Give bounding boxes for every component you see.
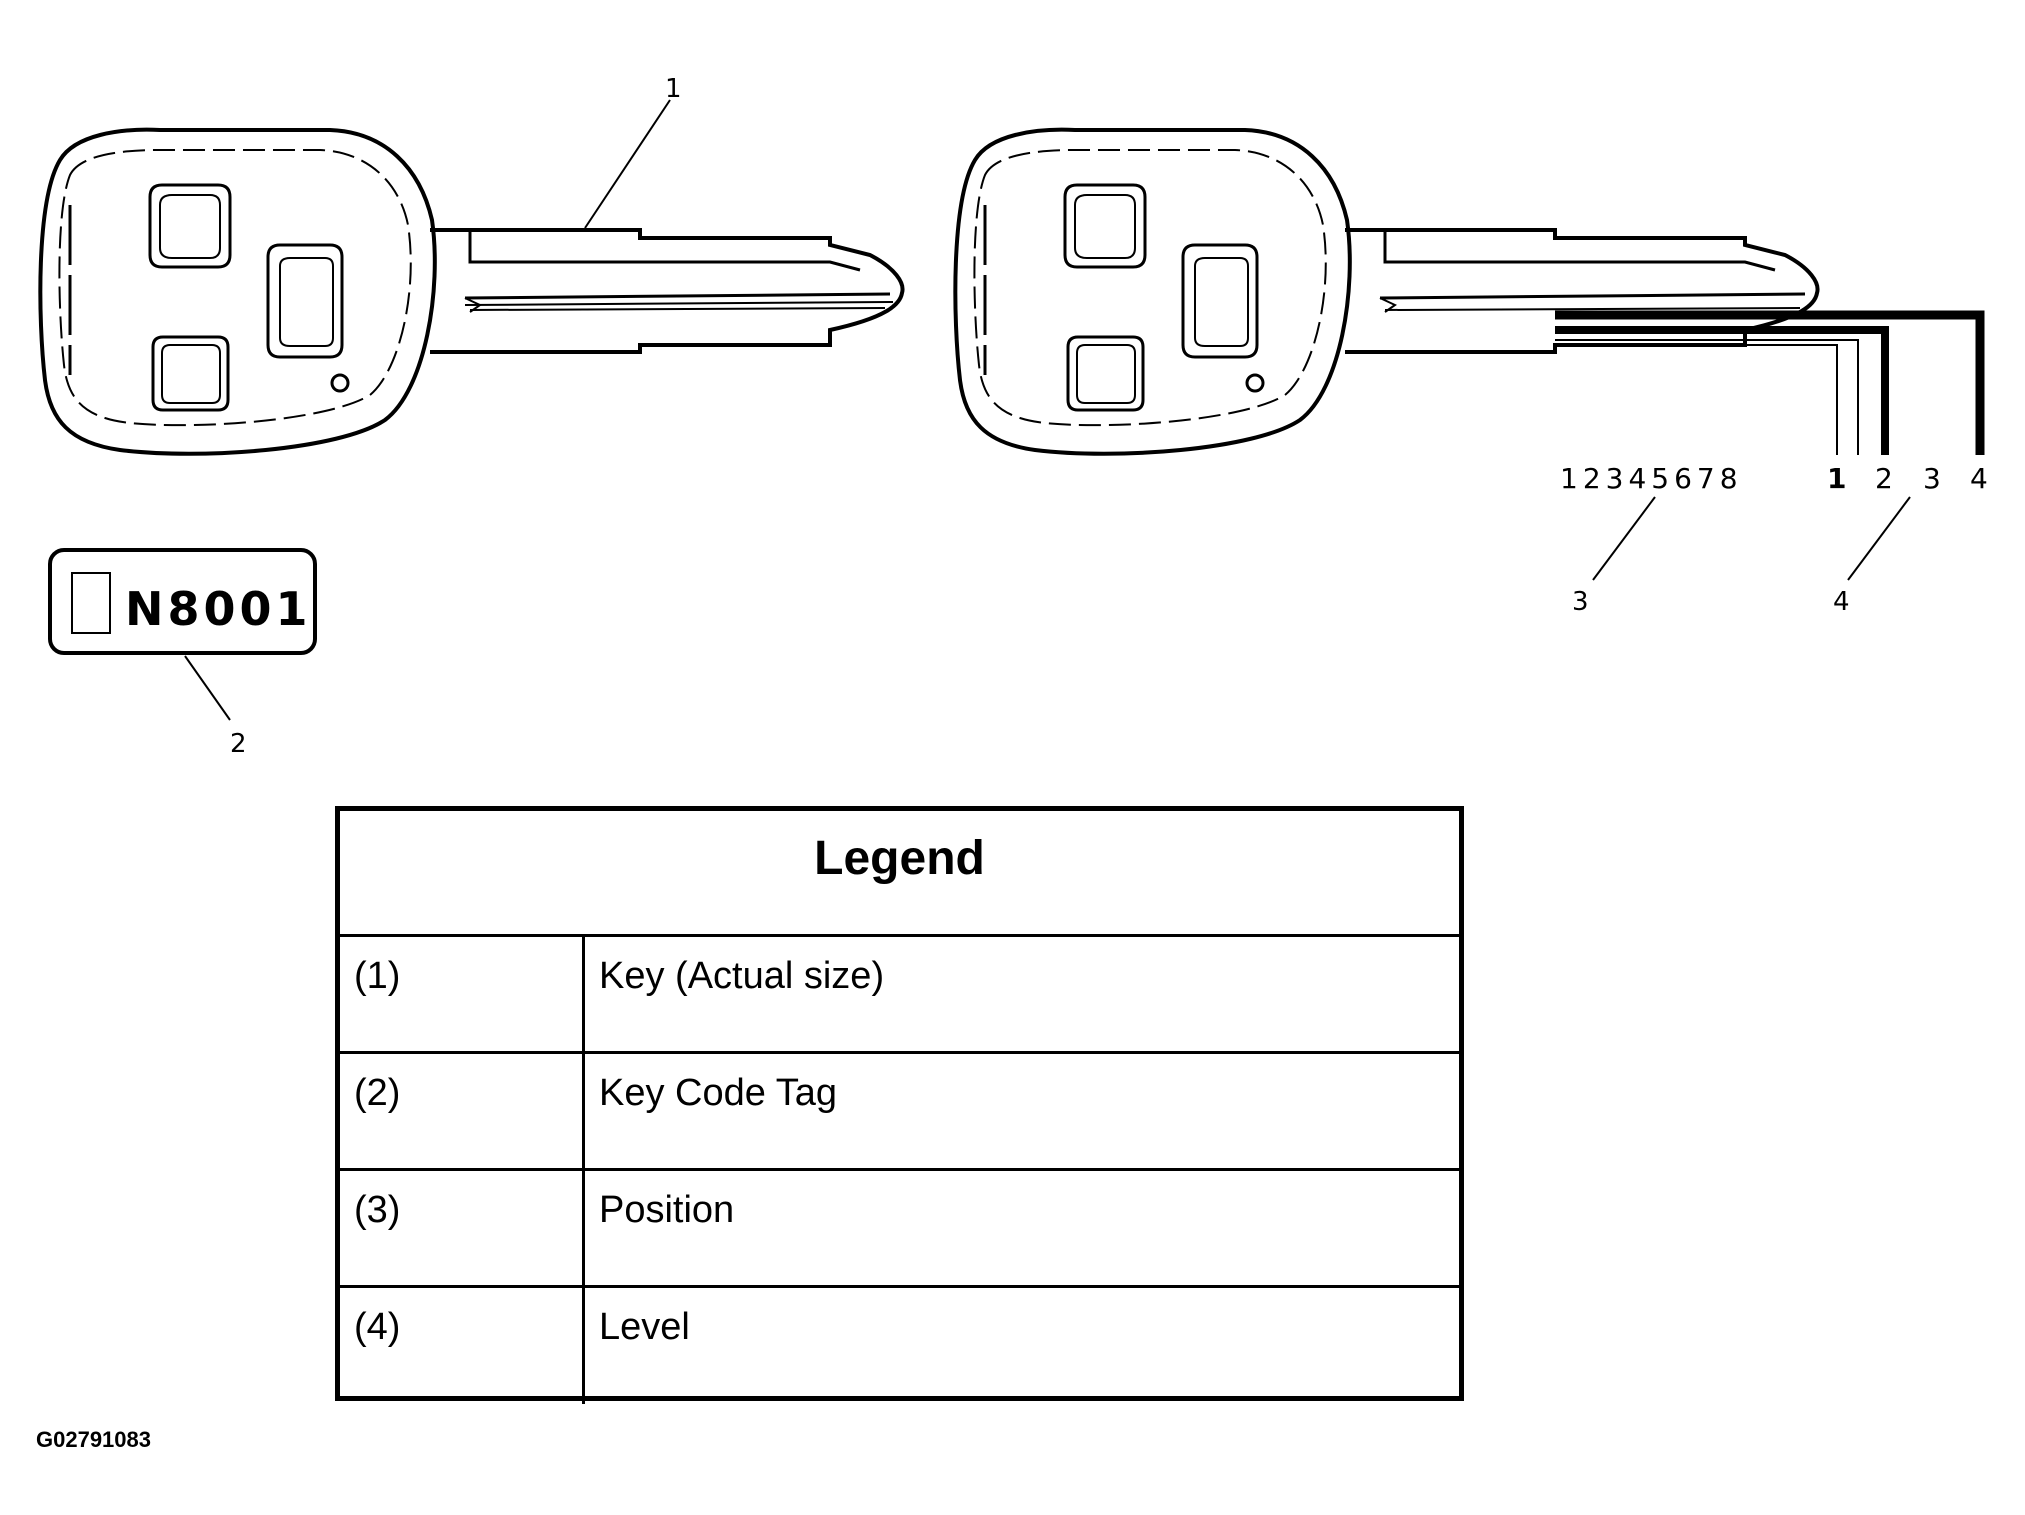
legend-row: (1) Key (Actual size) [340, 937, 1459, 1054]
level-scale-1: 1 [1827, 462, 1846, 495]
legend-row: (3) Position [340, 1171, 1459, 1288]
left-key [38, 127, 905, 456]
key-code-tag: N8001 [48, 548, 317, 655]
legend-row: (4) Level [340, 1288, 1459, 1404]
figure-id: G02791083 [36, 1427, 151, 1452]
callout-1-label: 1 [665, 74, 682, 104]
level-scale-2: 2 [1875, 462, 1893, 495]
legend-ref: (3) [340, 1171, 585, 1285]
right-key [953, 127, 1820, 456]
legend-title: Legend [814, 832, 985, 885]
callout-3-label: 3 [1572, 587, 1589, 617]
level-scale-3: 3 [1923, 462, 1941, 495]
legend-ref: (2) [340, 1054, 585, 1168]
key-diagram: 1 N8001 2 12345678 3 1 2 3 4 [38, 74, 1988, 759]
position-scale: 12345678 [1560, 462, 1743, 495]
legend-title-row: Legend [340, 811, 1459, 937]
legend-row: (2) Key Code Tag [340, 1054, 1459, 1171]
key-code-text: N8001 [125, 582, 312, 636]
level-lines [1555, 310, 1985, 455]
legend-ref: (1) [340, 937, 585, 1051]
legend-ref: (4) [340, 1288, 585, 1404]
legend-desc: Position [599, 1189, 735, 1231]
legend-desc: Key (Actual size) [599, 955, 885, 997]
legend-desc: Key Code Tag [599, 1072, 838, 1114]
callout-4-label: 4 [1833, 587, 1850, 617]
legend-table: Legend (1) Key (Actual size) (2) Key Cod… [335, 806, 1464, 1404]
callout-2-label: 2 [230, 729, 247, 759]
legend-desc: Level [599, 1306, 690, 1348]
level-scale-4: 4 [1970, 462, 1988, 495]
